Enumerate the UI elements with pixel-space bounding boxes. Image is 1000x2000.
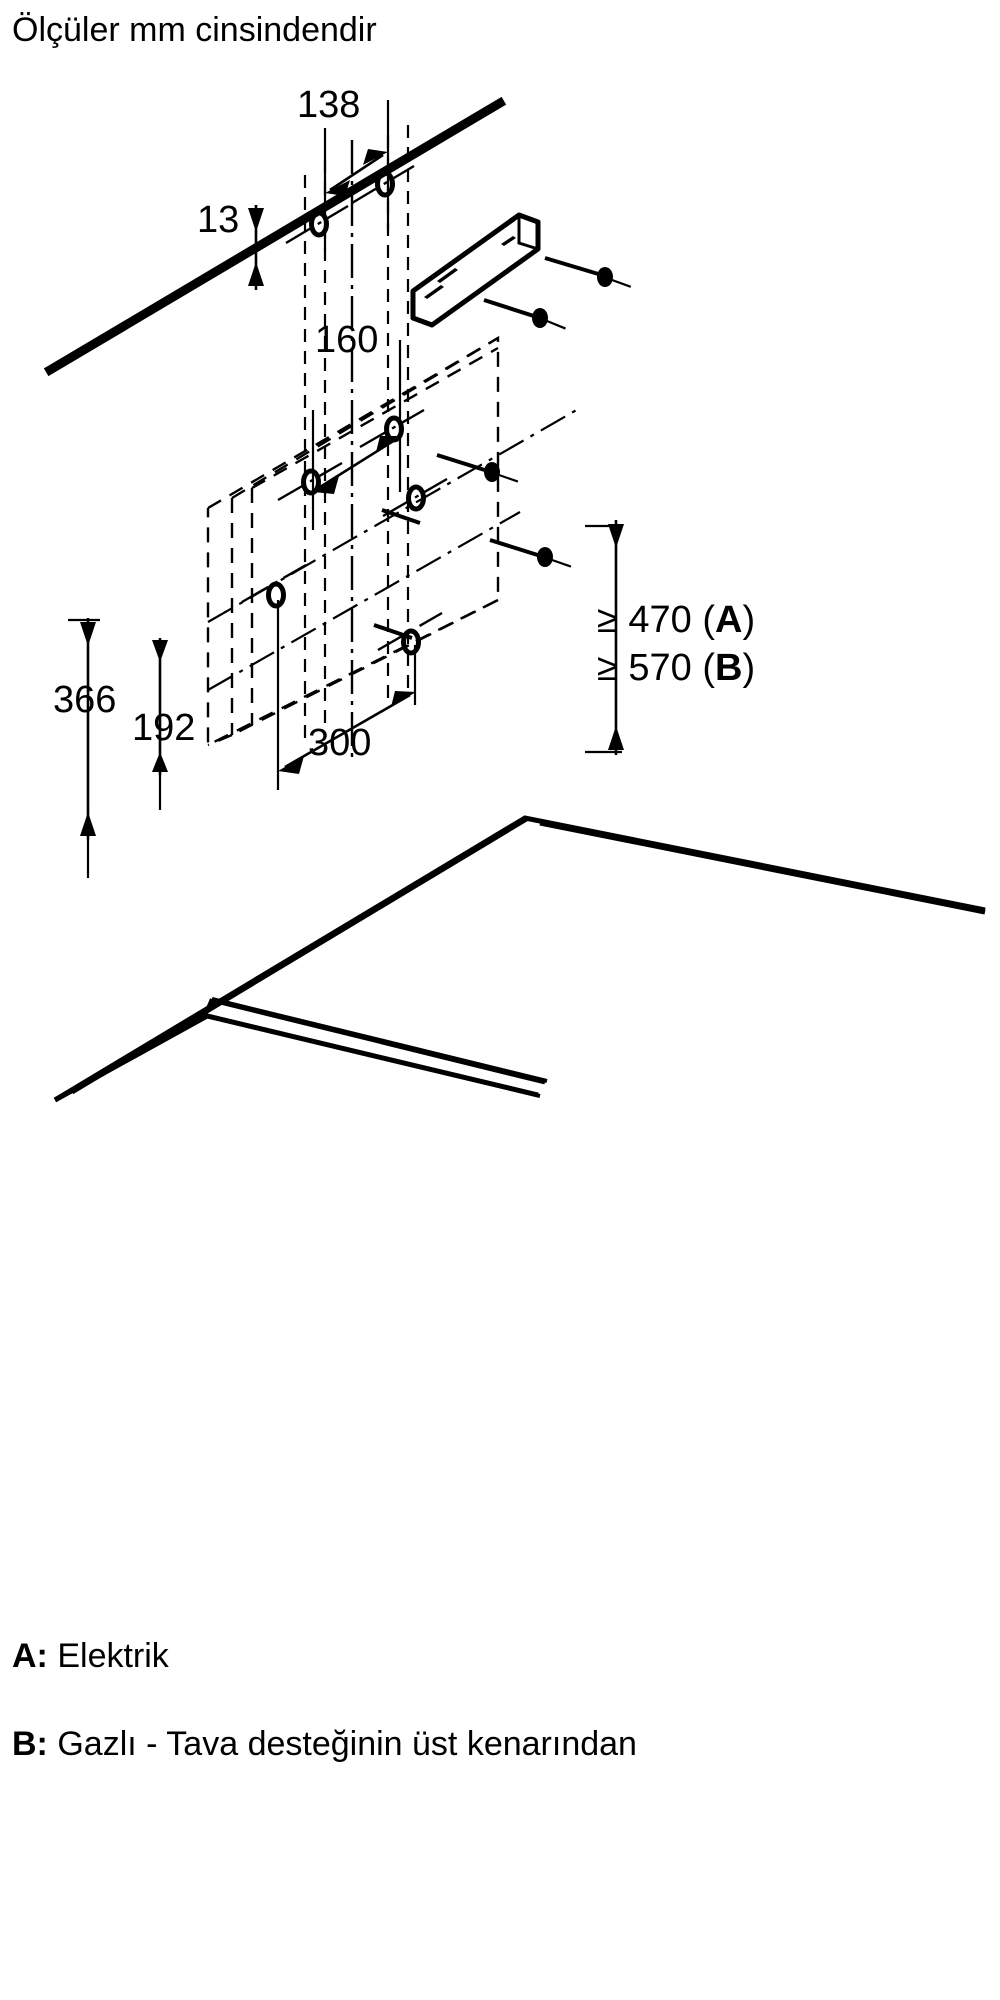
- drill-hole-marker: [351, 164, 415, 205]
- dimension-138: 138: [297, 84, 388, 196]
- legend-b-key: B:: [12, 1725, 48, 1763]
- installation-diagram: 138 13: [43, 84, 986, 1103]
- dimension-470-label: ≥ 470 (A): [597, 599, 755, 641]
- drill-hole-marker: [377, 611, 443, 656]
- page-title: Ölçüler mm cinsindendir: [12, 11, 377, 49]
- dimension-366: 366: [53, 618, 116, 840]
- hob-outline-detail: [54, 997, 548, 1102]
- legend-item-a: A: Elektrik: [12, 1636, 169, 1677]
- dimension-160-label: 160: [315, 319, 378, 361]
- ceiling-line: [43, 96, 507, 377]
- drill-hole-marker: [277, 461, 343, 502]
- extension-lines-left: [68, 618, 162, 878]
- dimension-470-570: ≥ 470 (A) ≥ 570 (B): [585, 520, 755, 755]
- dimension-13: 13: [197, 199, 264, 290]
- dimension-192: 192: [132, 638, 195, 775]
- drill-hole-markers-upper: [285, 164, 415, 245]
- wall-screws-middle: [373, 453, 576, 640]
- dimension-192-label: 192: [132, 707, 195, 749]
- wall-screw: [544, 256, 635, 290]
- wall-screw: [381, 508, 421, 525]
- drill-hole-marker: [382, 477, 448, 518]
- legend-a-key: A:: [12, 1637, 48, 1675]
- construction-lines: [207, 407, 581, 691]
- dimension-300-label: 300: [308, 722, 371, 764]
- wall-screw: [436, 453, 523, 485]
- wall-screws-top: [483, 256, 635, 332]
- hood-body-outline: [206, 335, 500, 747]
- wall-mounting-bracket: [410, 212, 541, 328]
- drill-hole-marker: [285, 204, 349, 245]
- wall-screw: [489, 538, 576, 570]
- legend-a-text: Elektrik: [57, 1637, 169, 1675]
- drill-hole-marker: [359, 408, 425, 449]
- wall-screw: [483, 298, 570, 332]
- dimension-13-label: 13: [197, 199, 239, 241]
- legend-b-text: Gazlı - Tava desteğinin üst kenarından: [57, 1725, 637, 1763]
- dimension-300: 300: [276, 600, 417, 790]
- legend-item-b: B: Gazlı - Tava desteğinin üst kenarında…: [12, 1724, 637, 1765]
- drill-hole-markers-middle: [241, 408, 448, 656]
- dimension-570-label: ≥ 570 (B): [597, 647, 755, 689]
- projection-lines: [303, 125, 410, 745]
- wall-screw: [373, 623, 413, 640]
- dimension-138-label: 138: [297, 84, 360, 126]
- hob-outline: [53, 815, 986, 1103]
- dimension-366-label: 366: [53, 679, 116, 721]
